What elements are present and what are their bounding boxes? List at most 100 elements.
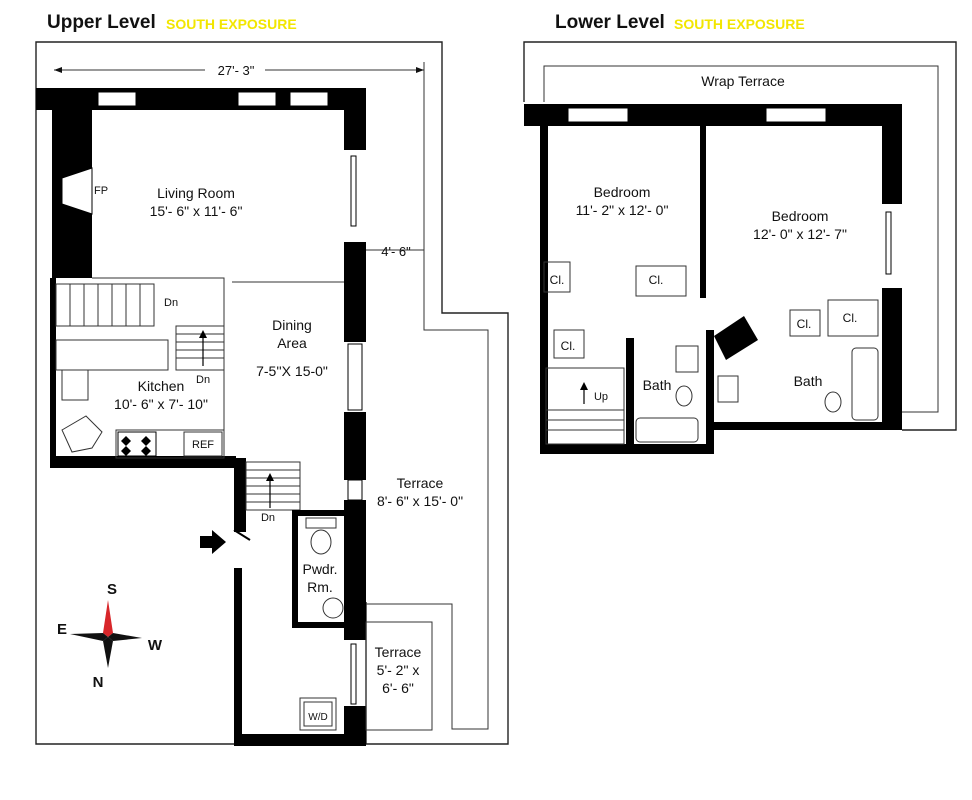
upper-terrace-inner (366, 62, 489, 730)
dining-area-name: Dining (272, 317, 312, 333)
toilet-icon (824, 391, 842, 413)
washer-dryer-label: W/D (308, 712, 327, 723)
window (347, 343, 363, 411)
toilet-icon (310, 529, 332, 555)
interior-partition (92, 277, 225, 440)
upper-terrace-outline (35, 41, 509, 745)
bathtub (851, 347, 879, 421)
kitchen-size: 10'- 6" x 7'- 10" (114, 396, 208, 412)
closet (635, 265, 687, 297)
bath1-west-wall (626, 338, 634, 452)
dimension-arrow-right (416, 67, 424, 73)
sink-icon (322, 597, 344, 619)
wrap-terrace-label: Wrap Terrace (701, 73, 785, 89)
door (350, 155, 357, 227)
upper-exposure-label: SOUTH EXPOSURE (166, 16, 297, 32)
dimension-label-bg (205, 61, 265, 77)
closet (553, 329, 585, 359)
sink-icon (675, 345, 699, 373)
entry-arrow-icon (200, 530, 226, 554)
wrap-terrace-inner (543, 65, 939, 413)
fireplace-label: FP (94, 185, 108, 197)
upper-west-wall-lower (50, 278, 56, 468)
wall-segment (714, 316, 758, 360)
toilet-tank (305, 517, 337, 529)
kitchen-counter (115, 429, 225, 459)
terrace-small-outline (365, 621, 433, 731)
terrace-small-size-2: 6'- 6" (382, 680, 414, 696)
stairs-down-label: Dn (261, 512, 275, 524)
closet-label: Cl. (843, 311, 858, 325)
dining-area-name-2: Area (277, 335, 307, 351)
powder-room-wall (292, 622, 344, 628)
refrigerator (183, 431, 223, 457)
lower-exposure-label: SOUTH EXPOSURE (674, 16, 805, 32)
kitchen-counter (55, 339, 169, 371)
lower-level-title: Lower Level (555, 12, 665, 33)
bath2-west-wall (706, 330, 714, 454)
window (765, 107, 827, 123)
upper-south-wall (234, 734, 366, 746)
compass-north-label: N (93, 674, 104, 691)
closet-label: Cl. (649, 273, 664, 287)
bathtub (635, 417, 699, 443)
window (347, 479, 363, 501)
stairs-upper (55, 283, 225, 371)
upper-level-title: Upper Level (47, 12, 156, 33)
living-room-size: 15'- 6" x 11'- 6" (150, 203, 243, 219)
washer-dryer (299, 697, 337, 731)
terrace-gap-label: 4'- 6" (381, 244, 411, 259)
terrace-large-name: Terrace (397, 475, 444, 491)
upper-east-wall (344, 242, 366, 342)
terrace-small-size: 5'- 2" x (377, 662, 420, 678)
closet (543, 261, 571, 293)
bath-2-label: Bath (794, 373, 823, 389)
wall-segment (344, 88, 366, 150)
kitchen-south-wall (50, 456, 236, 468)
stairs-lower (545, 367, 625, 445)
compass-south-label: S (107, 581, 117, 598)
compass-east-label: E (57, 621, 67, 638)
entry-wall (234, 458, 246, 532)
compass-west-label: W (148, 637, 163, 654)
lower-east-wall (882, 288, 902, 428)
toilet-icon (675, 385, 693, 407)
refrigerator-label: REF (192, 439, 214, 451)
stairs-up-label: Up (594, 391, 608, 403)
window (567, 107, 629, 123)
kitchen-name: Kitchen (138, 378, 185, 394)
closet-label: Cl. (561, 339, 576, 353)
dimension-arrow-left (54, 67, 62, 73)
stairs-entry (245, 461, 301, 511)
closet (827, 299, 879, 337)
kitchen-counter (61, 369, 89, 401)
bedroom-2-size: 12'- 0" x 12'- 7" (753, 226, 847, 242)
door (350, 643, 357, 705)
wrap-terrace-outline (523, 41, 957, 431)
lower-south-wall (710, 422, 902, 430)
overall-width-label: 27'- 3" (218, 63, 255, 78)
door (885, 211, 892, 275)
terrace-large-size: 8'- 6" x 15'- 0" (377, 493, 463, 509)
bath-1-label: Bath (643, 377, 672, 393)
compass-rose-icon (70, 600, 142, 668)
window (237, 91, 277, 107)
closet-label: Cl. (550, 273, 565, 287)
powder-room-wall (292, 512, 298, 628)
window (289, 91, 329, 107)
lower-east-wall (882, 104, 902, 204)
washer-dryer-inner (303, 701, 333, 727)
bedroom-2-name: Bedroom (772, 208, 829, 224)
terrace-small-name: Terrace (375, 644, 422, 660)
upper-east-wall (344, 412, 366, 480)
fireplace (61, 167, 93, 215)
upper-east-wall (344, 500, 366, 640)
window (97, 91, 137, 107)
entry-wall (234, 568, 242, 736)
bedroom-partition (700, 126, 706, 298)
kitchen-island (61, 415, 103, 453)
closet-label: Cl. (797, 317, 812, 331)
powder-room-name: Pwdr. (302, 561, 337, 577)
bedroom-1-name: Bedroom (594, 184, 651, 200)
